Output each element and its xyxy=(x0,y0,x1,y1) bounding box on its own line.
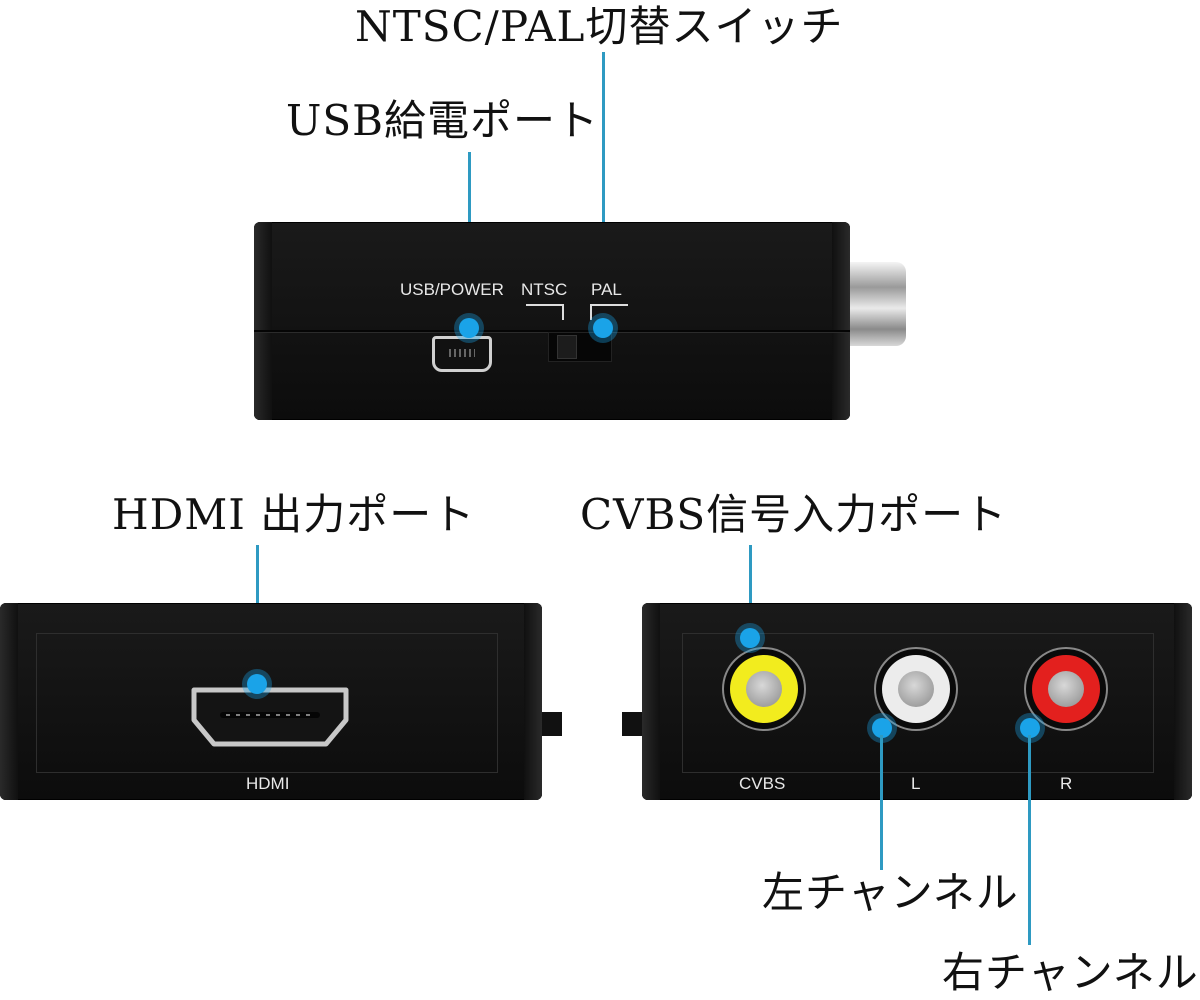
marker-dot-usb xyxy=(459,318,479,338)
ntsc-bracket xyxy=(526,304,564,320)
device-edge xyxy=(642,603,660,800)
marker-dot-right xyxy=(1020,718,1040,738)
hdmi-label: HDMI xyxy=(246,774,290,793)
device-rca-end: CVBS L R xyxy=(642,603,1192,800)
leader-line-left xyxy=(880,735,883,870)
rca-jack-left[interactable] xyxy=(874,647,958,731)
inner-panel xyxy=(36,633,498,773)
pal-label: PAL xyxy=(591,280,622,299)
device-edge xyxy=(0,603,18,800)
device-edge xyxy=(1174,603,1192,800)
callout-right-channel: 右チャンネル xyxy=(942,948,1199,997)
rca-pin xyxy=(1048,671,1084,707)
callout-cvbs-input-port: CVBS信号入力ポート xyxy=(580,490,1008,539)
marker-dot-hdmi xyxy=(247,674,267,694)
callout-hdmi-output-port: HDMI 出力ポート xyxy=(112,490,476,539)
switch-knob xyxy=(557,335,577,359)
side-tab xyxy=(622,712,644,736)
pal-bracket xyxy=(590,304,628,320)
device-hdmi-end: HDMI xyxy=(0,603,542,800)
marker-dot-cvbs xyxy=(740,628,760,648)
leader-line-cvbs xyxy=(749,545,752,635)
marker-dot-left xyxy=(872,718,892,738)
left-label: L xyxy=(911,774,921,793)
device-edge xyxy=(524,603,542,800)
device-edge xyxy=(254,222,272,420)
device-top-side: USB/POWER NTSC PAL xyxy=(254,222,906,420)
usb-pins xyxy=(449,349,475,357)
device-edge xyxy=(832,222,850,420)
marker-dot-switch xyxy=(593,318,613,338)
callout-usb-power-port: USB給電ポート xyxy=(286,96,600,145)
leader-line-right xyxy=(1028,735,1031,945)
side-tab xyxy=(542,712,562,736)
inner-panel xyxy=(682,633,1154,773)
leader-line-switch xyxy=(602,52,605,327)
rca-side-connector xyxy=(850,262,906,346)
rca-jack-right[interactable] xyxy=(1024,647,1108,731)
rca-pin xyxy=(898,671,934,707)
rca-pin xyxy=(746,671,782,707)
cvbs-label: CVBS xyxy=(739,774,786,793)
ntsc-pal-slide-switch[interactable] xyxy=(548,332,612,362)
right-label: R xyxy=(1060,774,1073,793)
callout-ntsc-pal-switch: NTSC/PAL切替スイッチ xyxy=(355,2,844,51)
callout-left-channel: 左チャンネル xyxy=(762,868,1019,917)
hdmi-port[interactable] xyxy=(190,686,350,750)
usb-power-label: USB/POWER xyxy=(400,280,504,299)
ntsc-label: NTSC xyxy=(521,280,568,299)
mini-usb-port[interactable] xyxy=(432,336,492,372)
rca-jack-cvbs[interactable] xyxy=(722,647,806,731)
